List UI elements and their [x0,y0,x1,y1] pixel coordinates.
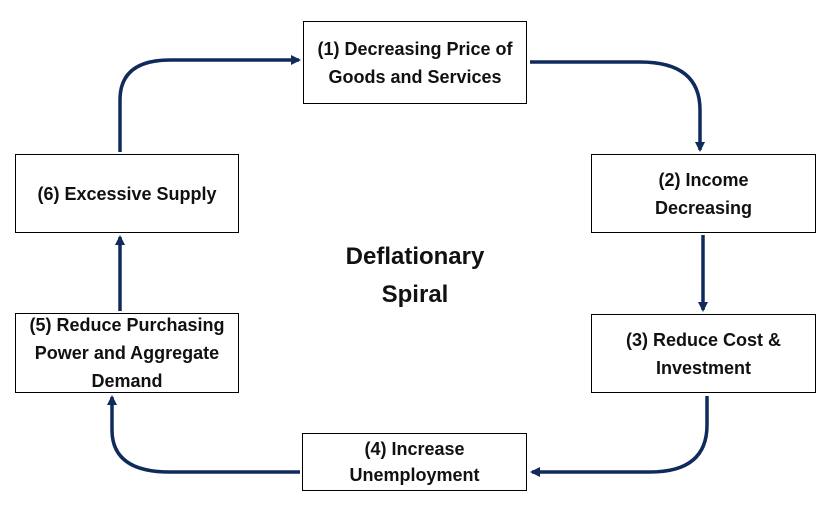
step-2-box: (2) Income Decreasing [591,154,816,233]
arrow-1-to-2 [530,60,705,152]
diagram-title: Deflationary Spiral [345,243,485,308]
arrow-4-to-5 [107,395,300,474]
arrow-6-to-1 [118,55,301,152]
arrow-3-to-4 [530,396,709,477]
step-6-box: (6) Excessive Supply [15,154,239,233]
step-3-box: (3) Reduce Cost & Investment [591,314,816,393]
step-5-box: (5) Reduce Purchasing Power and Aggregat… [15,313,239,393]
step-1-box: (1) Decreasing Price of Goods and Servic… [303,21,527,104]
step-4-box: (4) Increase Unemployment [302,433,527,491]
